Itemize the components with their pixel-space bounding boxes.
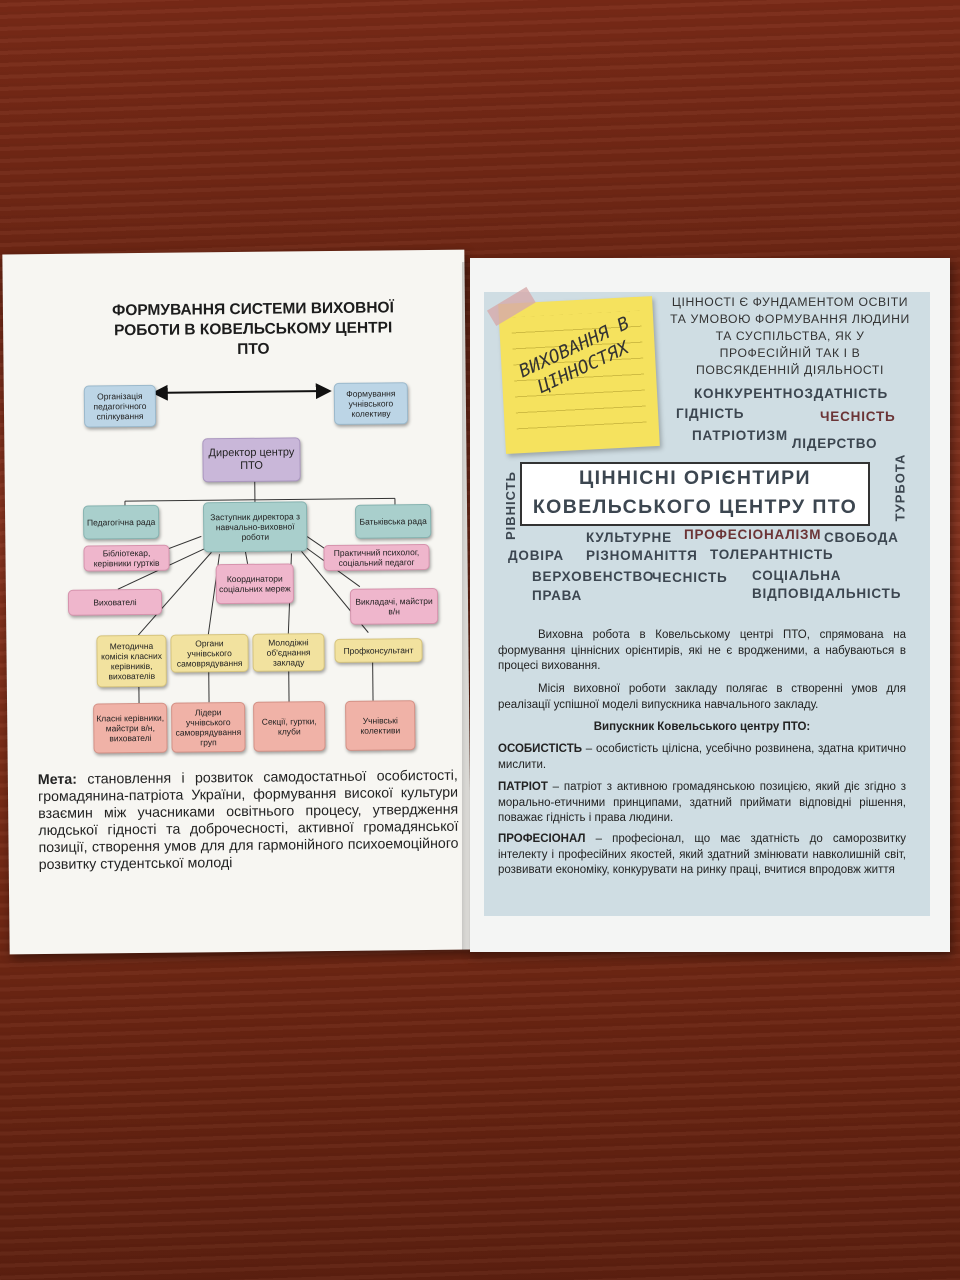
mission-text: становлення і розвиток самодостатньої ос…: [37, 767, 459, 874]
box-vykladachi: Викладачі, майстри в/н: [349, 587, 439, 625]
graduate-item-1: ОСОБИСТІСТЬ – особистість цілісна, усебі…: [498, 742, 906, 773]
box-sektsii: Секції, гуртки, клуби: [253, 701, 326, 752]
item-3-label: ПРОФЕСІОНАЛ: [498, 833, 586, 845]
box-org-ped: Організація педагогічного спілкування: [83, 384, 157, 428]
value-svoboda: СВОБОДА: [824, 530, 899, 545]
banner-line-2: КОВЕЛЬСЬКОГО ЦЕНТРУ ПТО: [532, 496, 858, 518]
box-bat-rada: Батьківська рада: [354, 503, 432, 539]
box-deputy: Заступник директора з навчально-виховної…: [202, 501, 308, 553]
value-turbota: ТУРБОТА: [892, 453, 908, 522]
value-vidpovidalnist: ВІДПОВІДАЛЬНІСТЬ: [752, 586, 902, 601]
paragraph-1: Виховна робота в Ковельському центрі ПТО…: [498, 629, 906, 672]
value-patriot: ПАТРІОТИЗМ: [692, 428, 788, 443]
values-banner: ЦІННІСНІ ОРІЄНТИРИ КОВЕЛЬСЬКОГО ЦЕНТРУ П…: [520, 462, 870, 526]
booklet-left-page: ФОРМУВАННЯ СИСТЕМИ ВИХОВНОЇ РОБОТИ В КОВ…: [2, 249, 472, 955]
value-prava: ПРАВА: [532, 588, 583, 603]
item-1-text: – особистість цілісна, усебічно розвинен…: [498, 743, 906, 771]
booklet-right-page: ВИХОВАННЯ В ЦІННОСТЯХ ЦІННОСТІ Є ФУНДАМЕ…: [470, 258, 950, 952]
box-metod: Методична комісія класних керівників, ви…: [96, 634, 167, 688]
value-liderstvo: ЛІДЕРСТВО: [792, 436, 878, 451]
item-3-text: – професіонал, що має здатність до самор…: [498, 833, 906, 876]
value-rivnist: РІВНІСТЬ: [503, 470, 519, 541]
value-kulturne: КУЛЬТУРНЕ: [586, 530, 672, 545]
value-dovira: ДОВІРА: [508, 548, 564, 563]
value-sotsialna: СОЦІАЛЬНА: [752, 568, 842, 583]
graduate-item-3: ПРОФЕСІОНАЛ – професіонал, що має здатні…: [498, 832, 906, 879]
box-ped-rada: Педагогічна рада: [82, 504, 160, 540]
graduate-heading: Випускник Ковельського центру ПТО:: [593, 721, 811, 733]
values-intro: ЦІННОСТІ Є ФУНДАМЕНТОМ ОСВІТИ ТА УМОВОЮ …: [670, 295, 910, 377]
value-hidnist: ГІДНІСТЬ: [676, 406, 745, 421]
value-verkhovenstvo: ВЕРХОВЕНСТВО: [532, 569, 655, 584]
box-form-coll: Формування учнівського колективу: [333, 382, 409, 425]
item-2-label: ПАТРІОТ: [498, 781, 548, 793]
mission-label: Мета:: [37, 771, 78, 789]
box-coord: Координатори соціальних мереж: [215, 563, 295, 605]
box-uchn-koll: Учнівські колективи: [345, 700, 416, 751]
value-riznomanittia: РІЗНОМАНІТТЯ: [586, 548, 698, 563]
sticky-note: ВИХОВАННЯ В ЦІННОСТЯХ: [486, 286, 660, 454]
box-organy: Органи учнівського самоврядування: [170, 633, 249, 673]
box-lidery: Лідери учнівського самоврядування груп: [171, 701, 246, 753]
item-2-text: – патріот з активною громадянською позиц…: [498, 781, 906, 824]
banner-line-1: ЦІННІСНІ ОРІЄНТИРИ: [579, 467, 811, 489]
value-konkur: КОНКУРЕНТНОЗДАТНІСТЬ: [694, 386, 888, 401]
paragraph-2: Місія виховної роботи закладу полягає в …: [498, 683, 906, 711]
box-psych: Практичний психолог, соціальний педагог: [323, 543, 430, 572]
box-profkons: Профконсультант: [334, 638, 423, 663]
box-molod: Молодіжні об'єднання закладу: [252, 633, 325, 672]
value-profesionalizm: ПРОФЕСІОНАЛІЗМ: [684, 527, 822, 542]
item-1-label: ОСОБИСТІСТЬ: [498, 743, 582, 755]
box-vykhovateli: Вихователі: [67, 588, 163, 616]
value-chesnist-2: ЧЕСНІСТЬ: [652, 570, 728, 585]
mission-paragraph: Мета: становлення і розвиток самодостатн…: [38, 768, 459, 874]
value-chesnist: ЧЕСНІСТЬ: [820, 409, 896, 424]
box-library: Бібліотекар, керівники гуртків: [83, 544, 170, 572]
value-tolerantnist: ТОЛЕРАНТНІСТЬ: [710, 547, 834, 562]
box-klasni: Класні керівники, майстри в/н, виховател…: [93, 702, 168, 754]
graduate-item-2: ПАТРІОТ – патріот з активною громадянськ…: [498, 780, 906, 827]
box-director: Директор центру ПТО: [202, 437, 301, 483]
double-arrow: [151, 383, 332, 401]
